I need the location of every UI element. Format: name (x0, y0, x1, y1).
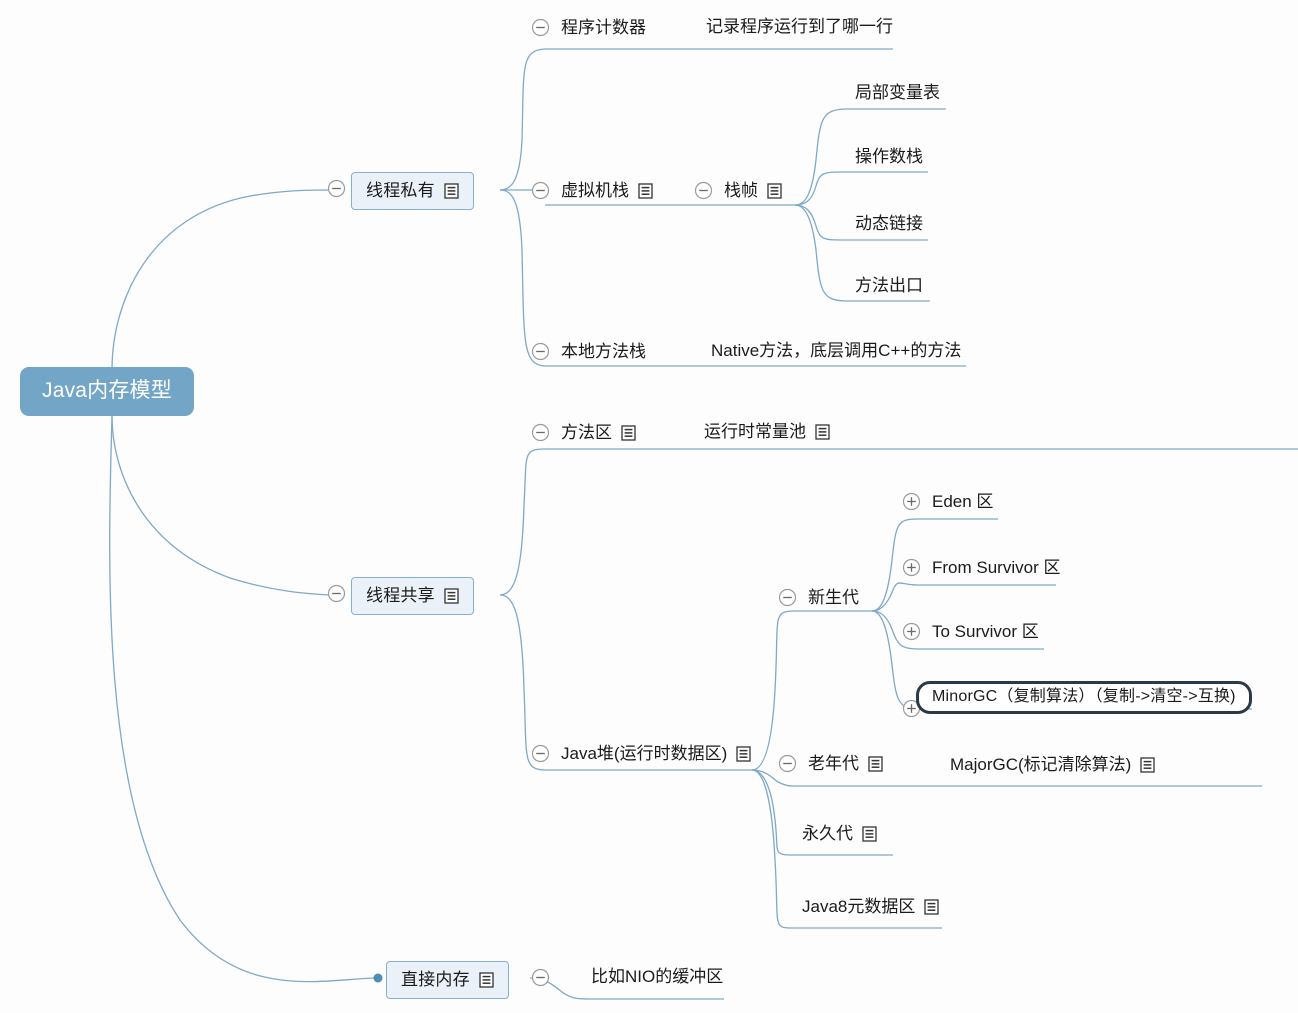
note-icon[interactable] (862, 825, 877, 842)
note-icon[interactable] (736, 745, 751, 762)
node-metaspace[interactable]: Java8元数据区 (802, 897, 940, 916)
note-icon[interactable] (444, 182, 459, 199)
node-old-generation[interactable]: 老年代 (778, 754, 883, 773)
note-icon[interactable] (638, 182, 653, 199)
node-local-variable-table[interactable]: 局部变量表 (855, 84, 940, 101)
node-method-exit[interactable]: 方法出口 (855, 277, 923, 294)
circle-minus-icon[interactable] (531, 744, 550, 763)
node-minorgc-label: MinorGC（复制算法）（复制->清空->互换) (932, 688, 1236, 705)
node-program-counter[interactable]: 程序计数器 (531, 18, 646, 37)
node-native-method-stack[interactable]: 本地方法栈 (531, 342, 646, 361)
node-majorgc-label: MajorGC(标记清除算法) (950, 755, 1132, 774)
node-program-counter-child[interactable]: 记录程序运行到了哪一行 (706, 18, 893, 35)
node-native-method-stack-child-label: Native方法，底层调用C++的方法 (711, 341, 962, 360)
node-vm-stack[interactable]: 虚拟机栈 (531, 181, 653, 200)
circle-minus-icon[interactable] (531, 968, 550, 987)
circle-plus-icon[interactable] (902, 492, 921, 511)
toggle-thread-private[interactable] (327, 179, 346, 198)
node-operand-stack[interactable]: 操作数栈 (855, 148, 923, 165)
node-permgen[interactable]: 永久代 (802, 825, 877, 842)
node-dynamic-link[interactable]: 动态链接 (855, 215, 923, 232)
node-method-area[interactable]: 方法区 (531, 423, 636, 442)
note-icon[interactable] (444, 587, 459, 604)
circle-minus-icon[interactable] (531, 423, 550, 442)
filled-dot-icon (373, 973, 383, 983)
node-minorgc[interactable]: MinorGC（复制算法）（复制->清空->互换) (916, 681, 1252, 714)
node-native-method-stack-child[interactable]: Native方法，底层调用C++的方法 (711, 342, 961, 359)
node-stack-frame[interactable]: 栈帧 (694, 181, 782, 200)
node-majorgc[interactable]: MajorGC(标记清除算法) (950, 756, 1155, 773)
root-node-label: Java内存模型 (42, 379, 172, 402)
node-young-generation-label: 新生代 (808, 588, 859, 607)
node-young-generation[interactable]: 新生代 (778, 588, 859, 607)
node-direct-memory[interactable]: 直接内存 (386, 961, 509, 999)
node-dynamic-link-label: 动态链接 (855, 214, 923, 233)
node-stack-frame-label: 栈帧 (724, 181, 758, 200)
circle-minus-icon[interactable] (694, 181, 713, 200)
node-program-counter-label: 程序计数器 (561, 18, 646, 37)
node-method-exit-label: 方法出口 (855, 276, 923, 295)
note-icon[interactable] (815, 423, 830, 440)
node-direct-memory-child[interactable]: 比如NIO的缓冲区 (591, 968, 723, 985)
circle-minus-icon[interactable] (531, 18, 550, 37)
node-to-survivor[interactable]: To Survivor 区 (902, 622, 1039, 641)
node-permgen-label: 永久代 (802, 824, 853, 843)
node-thread-private[interactable]: 线程私有 (351, 172, 474, 210)
circle-plus-icon[interactable] (902, 558, 921, 577)
note-icon[interactable] (621, 424, 636, 441)
node-native-method-stack-label: 本地方法栈 (561, 342, 646, 361)
node-thread-shared-label: 线程共享 (366, 586, 435, 605)
toggle-direct-memory[interactable] (531, 968, 550, 987)
node-java-heap-label: Java堆(运行时数据区) (561, 744, 728, 763)
root-node[interactable]: Java内存模型 (20, 367, 194, 416)
node-thread-private-label: 线程私有 (366, 181, 435, 200)
node-thread-shared[interactable]: 线程共享 (351, 577, 474, 615)
circle-minus-icon[interactable] (778, 588, 797, 607)
note-icon[interactable] (924, 898, 940, 915)
circle-minus-icon[interactable] (778, 754, 797, 773)
node-java-heap[interactable]: Java堆(运行时数据区) (531, 744, 751, 763)
node-from-survivor-label: From Survivor 区 (932, 558, 1061, 577)
node-direct-memory-child-label: 比如NIO的缓冲区 (591, 967, 724, 986)
node-metaspace-label: Java8元数据区 (802, 897, 916, 916)
node-eden[interactable]: Eden 区 (902, 492, 993, 511)
circle-minus-icon[interactable] (327, 584, 346, 603)
note-icon[interactable] (868, 755, 883, 772)
circle-minus-icon[interactable] (531, 342, 550, 361)
note-icon[interactable] (1140, 756, 1155, 773)
node-to-survivor-label: To Survivor 区 (932, 622, 1039, 641)
node-old-generation-label: 老年代 (808, 754, 859, 773)
node-program-counter-child-label: 记录程序运行到了哪一行 (706, 17, 893, 36)
node-vm-stack-label: 虚拟机栈 (561, 181, 629, 200)
note-icon[interactable] (479, 971, 494, 988)
node-eden-label: Eden 区 (932, 492, 994, 511)
node-runtime-constant-pool-label: 运行时常量池 (704, 422, 806, 441)
node-local-variable-table-label: 局部变量表 (855, 83, 940, 102)
node-from-survivor[interactable]: From Survivor 区 (902, 558, 1060, 577)
node-operand-stack-label: 操作数栈 (855, 147, 923, 166)
node-runtime-constant-pool[interactable]: 运行时常量池 (704, 423, 830, 440)
circle-minus-icon[interactable] (531, 181, 550, 200)
node-direct-memory-label: 直接内存 (401, 970, 470, 989)
circle-minus-icon[interactable] (327, 179, 346, 198)
node-method-area-label: 方法区 (561, 423, 612, 442)
circle-plus-icon[interactable] (902, 622, 921, 641)
note-icon[interactable] (767, 182, 782, 199)
toggle-thread-shared[interactable] (327, 584, 346, 603)
